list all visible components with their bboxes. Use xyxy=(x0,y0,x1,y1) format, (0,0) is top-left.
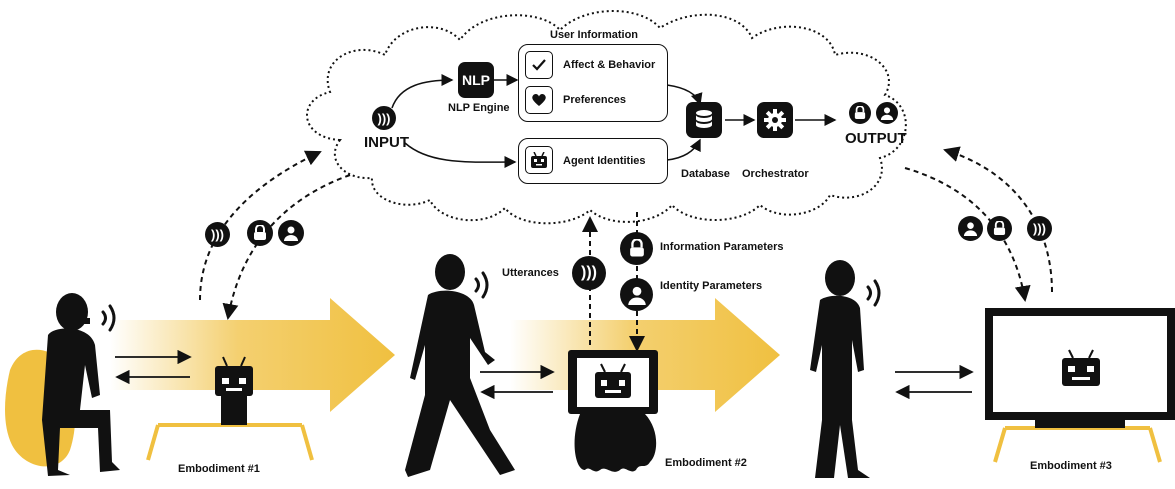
robot-icon xyxy=(525,146,553,174)
arrow-input-to-agent xyxy=(404,142,517,169)
sound-wave-icon xyxy=(474,271,489,299)
information-parameters-label: Information Parameters xyxy=(660,241,784,253)
embodiment-3-label: Embodiment #3 xyxy=(1030,460,1112,472)
robot-embodiment-2 xyxy=(568,350,658,472)
gear-icon xyxy=(757,102,793,138)
arrow-input-to-nlp xyxy=(391,74,454,109)
nlp-engine-label: NLP Engine xyxy=(448,102,510,114)
person-standing-silhouette xyxy=(810,260,870,478)
orchestrator-label: Orchestrator xyxy=(742,168,809,180)
user-info-title: User Information xyxy=(550,29,639,41)
sound-wave-icon xyxy=(101,304,116,332)
database-icon xyxy=(686,102,722,138)
nlp-box-text: NLP xyxy=(462,72,490,88)
heart-icon xyxy=(525,86,553,114)
flow-arrow-1 xyxy=(110,298,395,412)
table-embodiment-1 xyxy=(146,423,314,461)
lock-icon xyxy=(987,216,1012,241)
dashed-arrow-up-left xyxy=(199,150,322,301)
agent-identities-label: Agent Identities xyxy=(563,155,646,167)
arrow-userinfo-to-db xyxy=(666,84,703,106)
embodiment-2-label: Embodiment #2 xyxy=(665,457,747,469)
identity-parameters-label: Identity Parameters xyxy=(660,280,763,292)
embodiment-1-label: Embodiment #1 xyxy=(178,463,260,475)
arrow-agent-to-db xyxy=(666,138,701,161)
check-icon xyxy=(525,51,553,79)
preferences-label: Preferences xyxy=(563,94,626,106)
tv-embodiment-3 xyxy=(985,308,1175,428)
robot-embodiment-1 xyxy=(215,356,253,425)
sound-wave-icon: ))) xyxy=(572,256,606,290)
output-label: OUTPUT xyxy=(845,130,907,147)
affect-behavior-label: Affect & Behavior xyxy=(563,59,656,71)
user-icon xyxy=(278,220,304,246)
user-icon xyxy=(958,216,983,241)
input-label: INPUT xyxy=(364,134,409,151)
database-label: Database xyxy=(681,168,730,180)
sound-wave-icon: ))) xyxy=(1027,216,1052,241)
utterances-label: Utterances xyxy=(502,267,559,279)
person-seated-silhouette xyxy=(42,293,120,476)
person-walking-silhouette xyxy=(405,254,515,477)
user-icon xyxy=(876,102,898,124)
user-icon xyxy=(620,278,653,311)
agent-identities-box xyxy=(518,138,668,184)
lock-icon xyxy=(247,220,273,246)
table-embodiment-3 xyxy=(993,426,1162,463)
sound-wave-icon: ))) xyxy=(205,222,230,247)
nlp-engine-box: NLP xyxy=(458,62,494,98)
lock-icon xyxy=(849,102,871,124)
lock-icon xyxy=(620,232,653,265)
sound-wave-icon xyxy=(866,279,881,307)
dashed-arrow-down-left xyxy=(222,174,351,320)
sound-wave-icon: ))) xyxy=(372,106,396,130)
